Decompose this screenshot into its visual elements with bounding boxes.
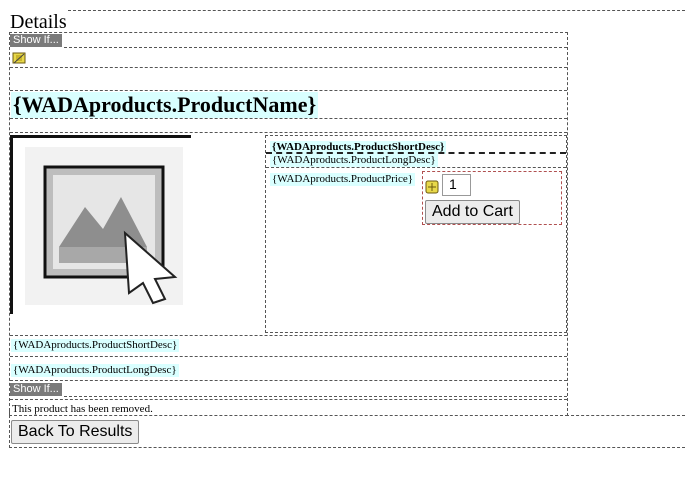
product-image: [10, 135, 191, 314]
add-to-cart-button[interactable]: Add to Cart: [425, 200, 520, 224]
product-short-desc-bottom: {WADAproducts.ProductShortDesc}: [11, 339, 180, 352]
details-region: [9, 32, 568, 416]
divider: [10, 118, 567, 119]
form-marker-icon: [425, 180, 439, 194]
show-if-label: Show If...: [13, 34, 59, 46]
show-if-tag[interactable]: Show If...: [10, 383, 62, 396]
outer-left-edge: [9, 410, 10, 448]
divider: [10, 399, 567, 400]
script-marker-icon[interactable]: [12, 51, 27, 65]
divider: [10, 132, 567, 133]
divider: [64, 47, 567, 48]
product-short-desc: {WADAproducts.ProductShortDesc}: [270, 141, 447, 154]
divider: [266, 167, 566, 168]
show-if-tag[interactable]: Show If...: [10, 34, 62, 47]
add-to-cart-form: [422, 171, 562, 225]
divider: [10, 90, 567, 91]
product-price: {WADAproducts.ProductPrice}: [270, 173, 416, 186]
product-details-cell: [265, 135, 567, 333]
product-long-desc-bottom: {WADAproducts.ProductLongDesc}: [11, 364, 179, 377]
divider: [266, 152, 566, 154]
page-title: Details: [10, 11, 67, 33]
show-if-label: Show If...: [13, 383, 59, 395]
divider: [10, 356, 567, 357]
divider: [10, 67, 567, 68]
removed-message: This product has been removed.: [12, 403, 153, 415]
outer-divider-1: [566, 415, 685, 416]
product-name: {WADAproducts.ProductName}: [11, 92, 319, 118]
back-to-results-button[interactable]: Back To Results: [11, 420, 140, 444]
quantity-input[interactable]: 1: [442, 174, 471, 196]
divider: [10, 335, 567, 336]
image-placeholder-icon: [25, 147, 183, 310]
divider: [10, 380, 567, 381]
outer-top-divider: [68, 10, 685, 11]
product-long-desc: {WADAproducts.ProductLongDesc}: [270, 154, 438, 167]
divider: [64, 396, 567, 397]
outer-divider-2: [9, 447, 685, 448]
